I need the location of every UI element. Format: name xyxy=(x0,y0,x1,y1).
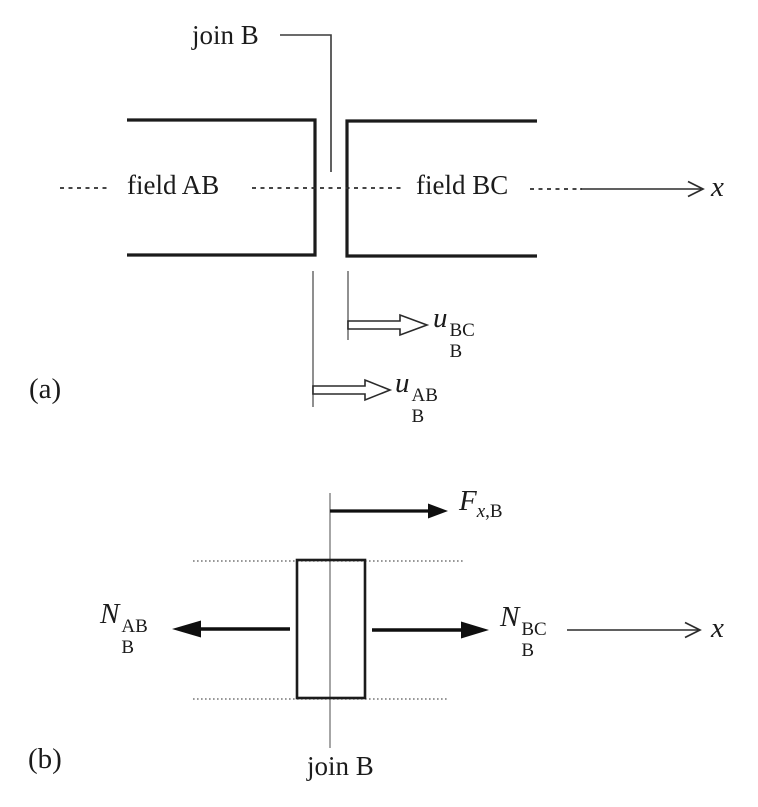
hollow-arrow-u-ab xyxy=(312,378,393,402)
join-b-body-rectangle xyxy=(295,558,367,700)
x-axis-arrow-b xyxy=(567,621,702,639)
u-bc-base: u xyxy=(433,302,448,334)
caption-a: (a) xyxy=(29,373,62,405)
u-ab-base: u xyxy=(395,367,410,399)
centerline-dashed xyxy=(60,187,582,190)
force-arrow-fxb xyxy=(330,503,448,519)
field-ab-label: field AB xyxy=(127,170,220,200)
x-axis-label-b: x xyxy=(711,612,724,644)
join-b-label-bottom: join B xyxy=(307,751,374,781)
n-bc-base: N xyxy=(500,601,520,633)
n-ab-base: N xyxy=(100,598,120,630)
field-bc-label: field BC xyxy=(416,170,509,200)
join-b-label-top: join B xyxy=(192,20,259,50)
x-axis-label-a: x xyxy=(711,171,724,203)
f-subscript: x,B xyxy=(476,501,503,522)
f-base: F xyxy=(459,485,477,517)
join-b-leader-line xyxy=(280,34,332,172)
normal-arrow-n-ab xyxy=(172,620,290,638)
force-fxb-label: Fx,B xyxy=(459,485,503,523)
x-axis-arrow-a xyxy=(580,180,705,198)
normal-arrow-n-bc xyxy=(372,621,489,639)
hollow-arrow-u-bc xyxy=(347,313,430,337)
caption-b: (b) xyxy=(28,743,62,775)
